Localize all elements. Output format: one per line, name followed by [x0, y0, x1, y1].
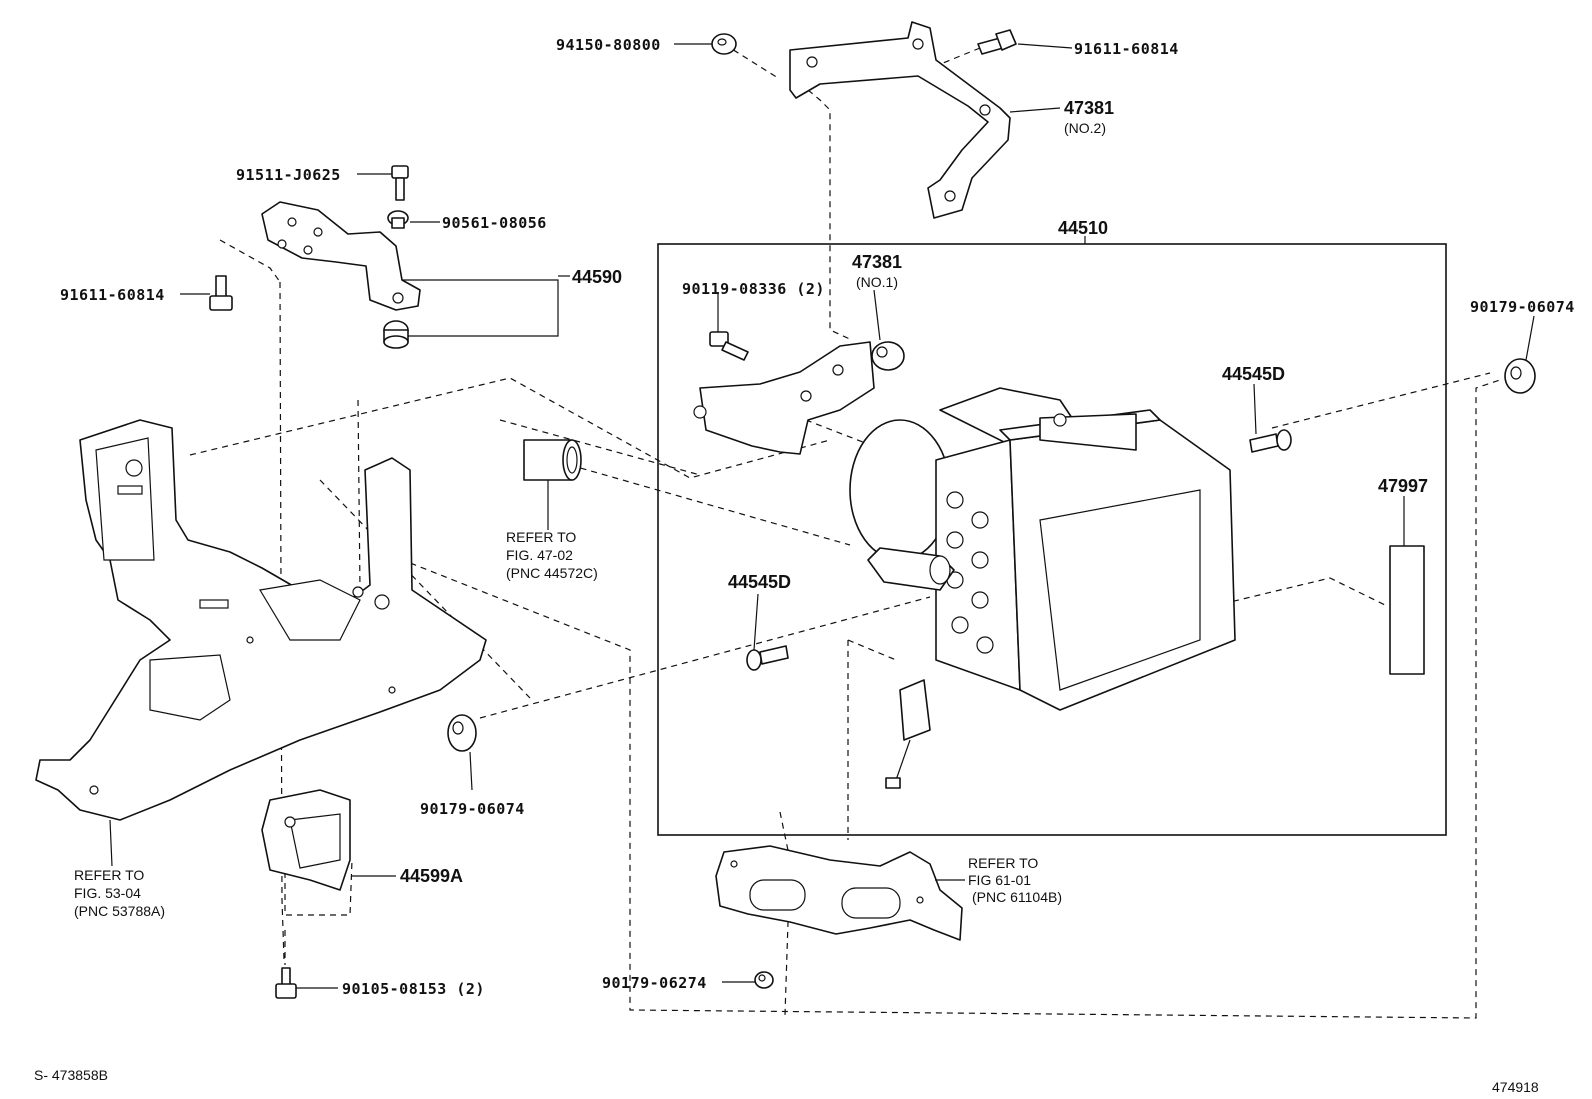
actuator-assembly-box	[657, 243, 1447, 836]
ref-53-04-line2[interactable]: FIG. 53-04	[74, 885, 141, 901]
label-90119-08336[interactable]: 90119-08336 (2)	[682, 280, 825, 298]
bracket-44599a-shape	[261, 789, 351, 891]
label-44545d-upper[interactable]: 44545D	[1222, 364, 1285, 384]
insulator-47381-shape	[871, 341, 905, 371]
bolt-91511-shape	[391, 165, 409, 201]
diagram-id: S- 473858B	[34, 1067, 108, 1083]
grommet-44590-shape	[383, 320, 409, 349]
cushion-90561-shape	[387, 210, 409, 229]
label-44545d-lower[interactable]: 44545D	[728, 572, 791, 592]
bracket-44590-shape	[261, 201, 421, 311]
label-90179-06274[interactable]: 90179-06274	[602, 974, 707, 992]
label-91511-j0625[interactable]: 91511-J0625	[236, 166, 341, 184]
label-90179-06074-right[interactable]: 90179-06074	[1470, 298, 1575, 316]
label-44510[interactable]: 44510	[1058, 218, 1108, 238]
bolt-90105-shape	[275, 967, 297, 999]
label-47997-shape	[1389, 545, 1425, 675]
cushion-90179-left-shape	[447, 714, 477, 752]
bracket-no1-shape	[693, 341, 875, 455]
label-90105-08153[interactable]: 90105-08153 (2)	[342, 980, 485, 998]
bracket-no2-shape	[789, 21, 1011, 219]
label-91611-60814-top[interactable]: 91611-60814	[1074, 40, 1179, 58]
pipe-shape	[523, 439, 582, 481]
ref-47-02-line2[interactable]: FIG. 47-02	[506, 547, 573, 563]
ref-61-01-line1[interactable]: REFER TO	[968, 855, 1038, 871]
label-47997[interactable]: 47997	[1378, 476, 1428, 496]
label-90179-06074-left[interactable]: 90179-06074	[420, 800, 525, 818]
ref-53-04-line1[interactable]: REFER TO	[74, 867, 144, 883]
stud-44545d-upper-shape	[1249, 429, 1292, 453]
label-47381-no2-sub: (NO.2)	[1064, 120, 1106, 136]
stud-44545d-lower-shape	[746, 645, 789, 671]
ref-61-01-line2[interactable]: FIG 61-01	[968, 872, 1031, 888]
cushion-90179-right-shape	[1504, 358, 1536, 394]
label-47381-no1-sub: (NO.1)	[856, 274, 898, 290]
label-90561-08056[interactable]: 90561-08056	[442, 214, 547, 232]
label-47381-no1[interactable]: 47381	[852, 252, 902, 272]
label-47381-no2[interactable]: 47381	[1064, 98, 1114, 118]
nut-94150-shape	[711, 33, 737, 55]
ref-53-04-line3[interactable]: (PNC 53788A)	[74, 903, 165, 919]
page-number: 474918	[1492, 1079, 1539, 1095]
connector-harness-shape	[885, 679, 931, 789]
label-44590[interactable]: 44590	[572, 267, 622, 287]
part-labels: 94150-80800 91611-60814 47381 (NO.2) 915…	[60, 36, 1575, 998]
reference-notes: REFER TO FIG. 47-02 (PNC 44572C) REFER T…	[74, 529, 1062, 919]
label-91611-60814-left[interactable]: 91611-60814	[60, 286, 165, 304]
crossmember-shape	[35, 419, 487, 821]
cushion-90179-bottom-shape	[754, 971, 774, 989]
bolt-90119-shape	[709, 331, 749, 361]
ref-47-02-line1[interactable]: REFER TO	[506, 529, 576, 545]
bolt-91611-top-shape	[977, 29, 1017, 55]
ref-47-02-line3[interactable]: (PNC 44572C)	[506, 565, 598, 581]
abs-actuator-shape	[849, 387, 1236, 711]
bottom-bracket-shape	[715, 845, 963, 941]
label-94150-80800[interactable]: 94150-80800	[556, 36, 661, 54]
leader-lines	[109, 43, 1535, 989]
ref-61-01-line3[interactable]: (PNC 61104B)	[972, 889, 1062, 905]
bolt-91611-left-shape	[209, 275, 233, 311]
label-44599a[interactable]: 44599A	[400, 866, 463, 886]
